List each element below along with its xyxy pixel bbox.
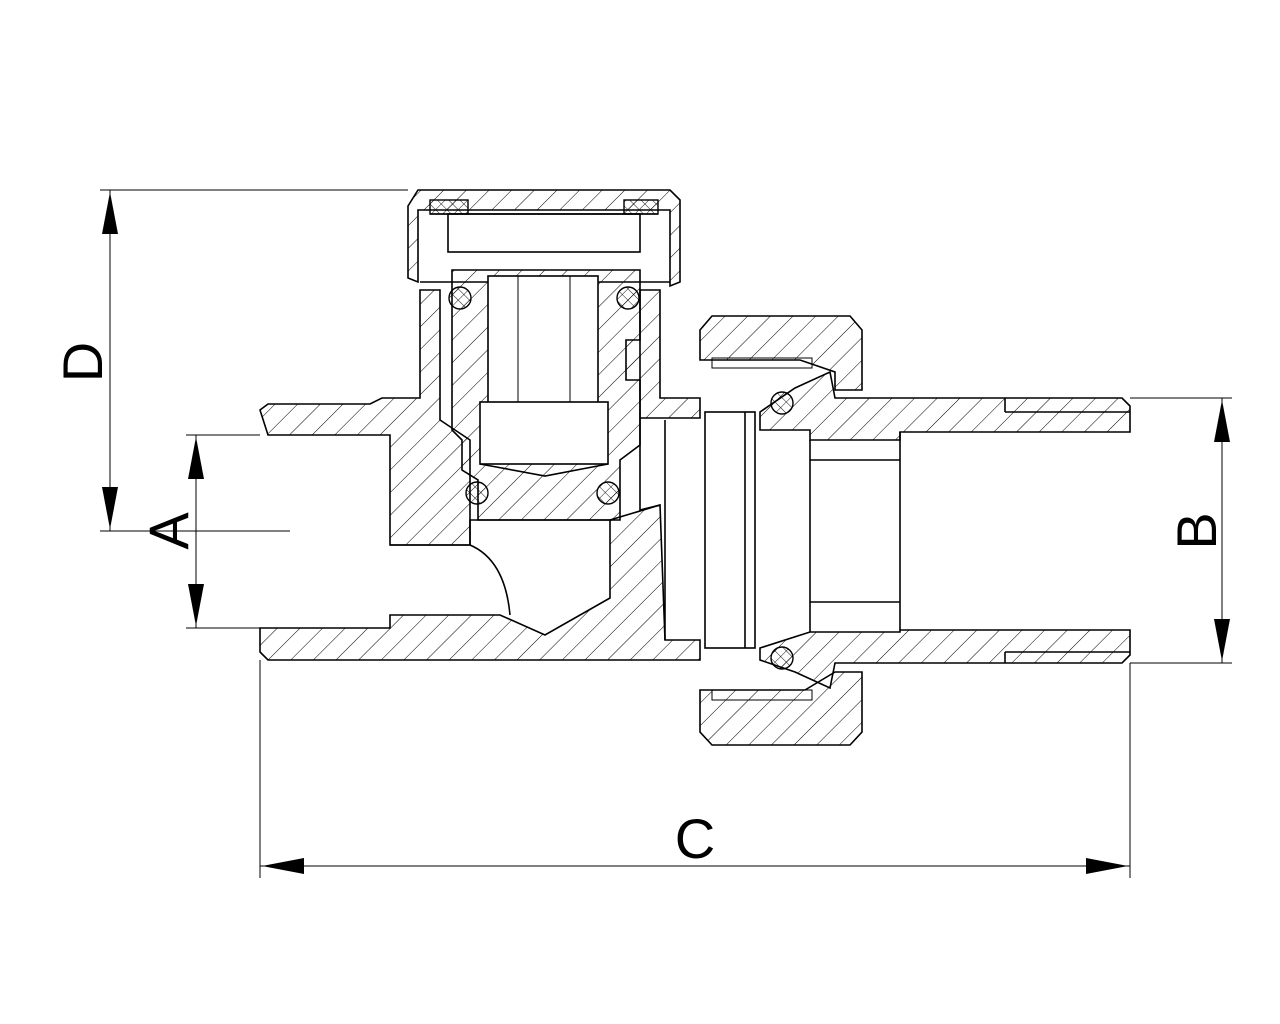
- dimension-c-label: C: [675, 807, 715, 870]
- dimension-a: [186, 434, 260, 629]
- dimension-a-label: A: [137, 512, 200, 550]
- bonnet-cap: [407, 189, 681, 288]
- valve-stem: [451, 269, 641, 521]
- dimension-b-label: B: [1165, 512, 1228, 549]
- dimension-b: [1130, 397, 1232, 664]
- valve-body: [259, 289, 701, 661]
- dimension-c: [259, 660, 1131, 878]
- dimension-d: [100, 189, 408, 532]
- tailpiece: [704, 370, 1131, 690]
- union-nut: [699, 315, 863, 746]
- dimension-d-label: D: [51, 342, 114, 382]
